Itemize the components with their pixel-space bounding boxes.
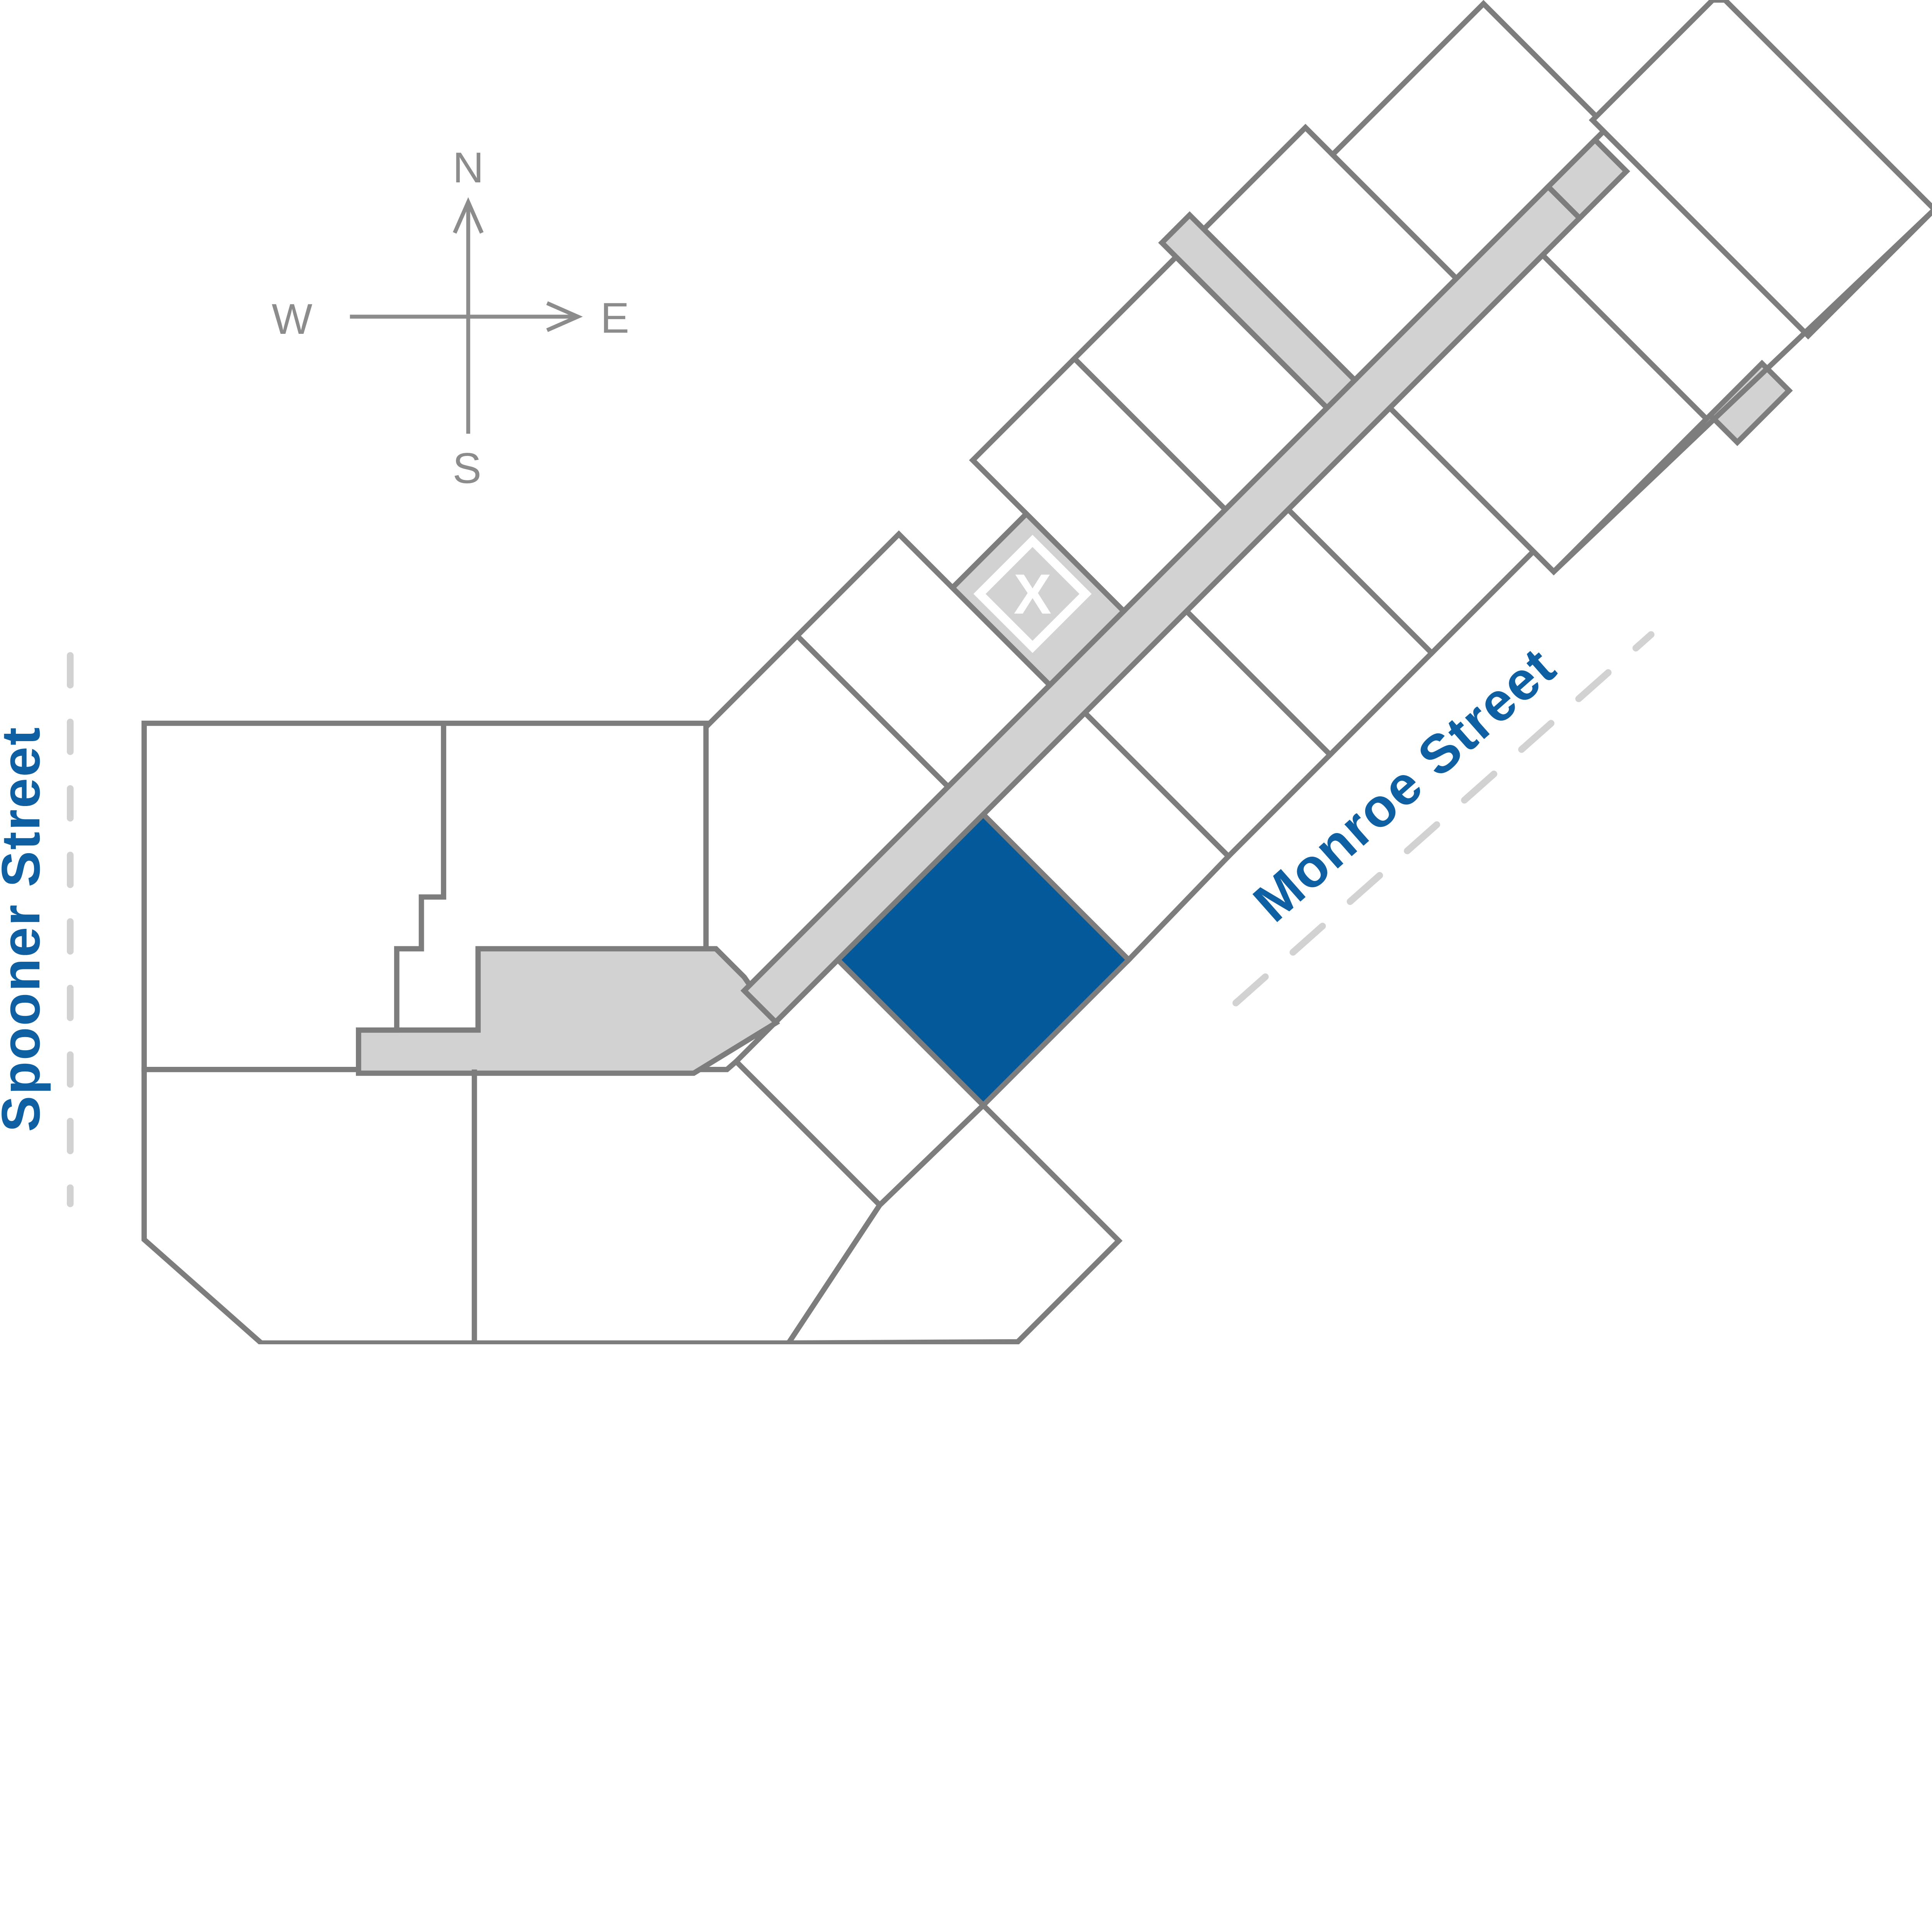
highlighted-suite[interactable] [834,811,1133,1109]
compass-rose: N S W E [272,143,629,492]
x-marker-label: X [1014,563,1051,626]
walkway-west-band [356,946,780,1076]
walkway-north-exit [1158,211,1359,412]
compass-east-label: E [600,294,629,342]
compass-east-arrowhead [546,301,583,332]
site-plan: X Spooner Street Monroe Street N S W E [0,0,1932,1344]
x-marker-box[interactable] [973,535,1092,653]
interior-dividers [358,208,1932,1343]
edge-southeast-outer [1552,208,1932,574]
compass-south-label: S [452,444,481,492]
divider-west-wing-step [358,723,446,1033]
walkways [356,136,1793,1076]
compass-north-arrowhead [452,197,484,234]
compass-north-label: N [452,143,484,192]
compass-west-label: W [272,295,312,343]
unit-northeast-anchor [1588,0,1932,340]
spooner-street-label: Spooner Street [0,726,51,1132]
site-plan-page: X Spooner Street Monroe Street N S W E [0,0,1932,1344]
unit-southwest-block [141,1058,883,1344]
monroe-street-line [1232,631,1655,1007]
unit-south-block [784,1101,1123,1344]
walkway-southeast-stub [1706,359,1793,446]
x-marker[interactable]: X [973,535,1092,653]
walkway-east-vestibule [1544,136,1630,222]
